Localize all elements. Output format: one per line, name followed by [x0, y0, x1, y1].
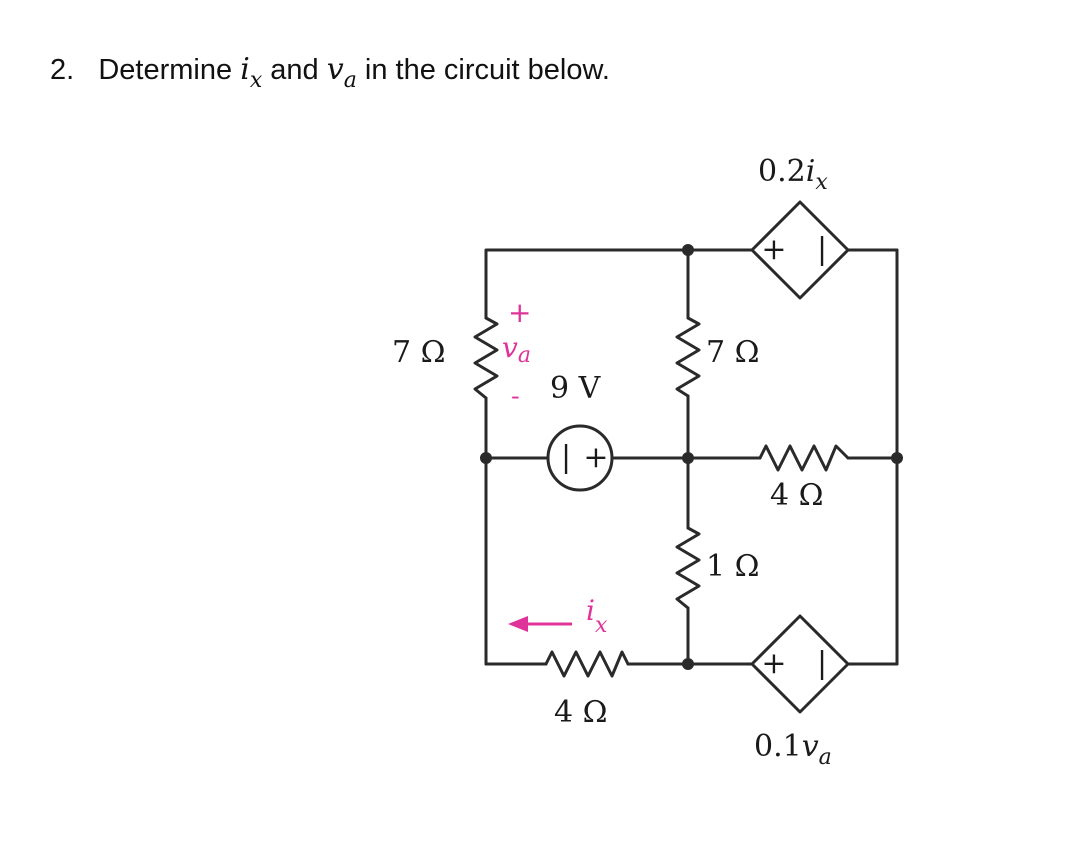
resistor-mid-top-7ohm [675, 316, 701, 398]
dep-bottom-var: v [802, 729, 819, 764]
dep-bottom-sub: a [819, 745, 832, 770]
var-ix-sub: x [249, 68, 263, 93]
label-va: va [502, 331, 531, 368]
label-r-left: 7 Ω [392, 335, 446, 370]
node-right-mid [891, 452, 903, 464]
dep-bottom-plus: + [761, 646, 786, 681]
label-dep-top: 0.2ix [758, 154, 828, 195]
va-var: v [502, 331, 518, 364]
dep-top-sub: x [815, 170, 828, 195]
ix-var: i [586, 594, 595, 627]
dependent-source-bottom [750, 614, 850, 714]
node-left-mid [480, 452, 492, 464]
resistor-bottom-4ohm [544, 650, 630, 678]
wire-top [484, 248, 754, 320]
label-r-mid-top: 7 Ω [706, 335, 760, 370]
problem-number: 2. [50, 54, 75, 86]
circuit-wires [473, 200, 899, 714]
circuit-nodes [480, 244, 903, 670]
label-source-9v: 9 V [550, 371, 602, 406]
node-center-bottom [682, 658, 694, 670]
problem-connector: and [270, 54, 319, 86]
dep-bottom-coef: 0.1 [754, 729, 802, 764]
ix-arrow-head [508, 616, 528, 632]
dep-bottom-minus: | [817, 646, 827, 681]
va-minus: - [511, 382, 520, 410]
source-9v-minus: | [561, 440, 571, 475]
resistor-right-4ohm [758, 444, 850, 472]
problem-text-before: Determine [98, 54, 233, 86]
label-ix: ix [586, 594, 608, 638]
dep-top-var: i [806, 154, 816, 189]
resistor-mid-bottom-1ohm [675, 526, 701, 610]
label-r-mid-bottom: 1 Ω [706, 549, 760, 584]
label-dep-bottom: 0.1va [754, 729, 832, 770]
node-center-top [682, 244, 694, 256]
dependent-source-top [750, 200, 850, 300]
va-plus: + [508, 296, 531, 329]
voltage-source-9v [546, 424, 614, 492]
label-r-bottom: 4 Ω [554, 695, 608, 730]
resistor-left-7ohm [473, 316, 499, 400]
ix-sub: x [595, 613, 608, 638]
dep-top-minus: | [817, 232, 827, 267]
var-ix: i [240, 52, 250, 87]
va-sub: a [518, 343, 531, 368]
dep-top-plus: + [761, 232, 786, 267]
source-9v-plus: + [583, 440, 608, 475]
label-r-right: 4 Ω [770, 478, 824, 513]
dep-top-coef: 0.2 [758, 154, 806, 189]
node-center-mid [682, 452, 694, 464]
var-va-sub: a [343, 68, 357, 93]
problem-statement: 2. Determine ix and va in the circuit be… [50, 52, 610, 93]
problem-text-after: in the circuit below. [364, 54, 610, 86]
var-va: v [326, 52, 344, 87]
